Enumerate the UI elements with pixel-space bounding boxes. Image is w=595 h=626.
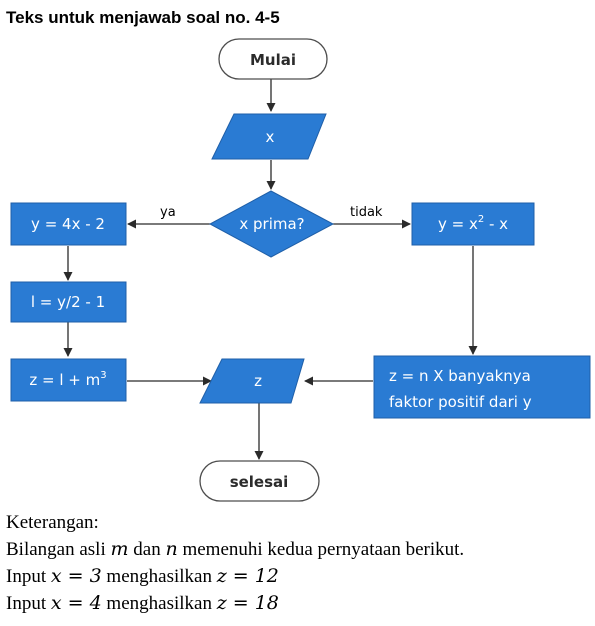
step-left-2-label: l = y/2 - 1 [31,293,105,311]
step-left-1 [10,202,127,246]
step-right-2-line1: z = n X banyaknya [389,367,531,385]
start-terminal [218,38,328,80]
notes-line-1: Bilangan asli m dan n memenuhi kedua per… [6,538,465,560]
end-label: selesai [230,473,289,491]
notes: Keterangan: Bilangan asli m dan n memenu… [6,510,464,617]
notes-line-3: Input x = 4 menghasilkan z = 18 [6,592,279,614]
step-left-3-label: z = l + m3 [29,370,106,389]
output-label: z [254,372,262,390]
step-right-2-line2: faktor positif dari y [389,393,532,411]
step-right-1 [411,202,535,246]
decision-diamond [208,190,335,258]
input-label: x [266,128,275,146]
heading: Teks untuk menjawab soal no. 4-5 [6,8,280,27]
end-terminal [199,460,320,502]
yes-label: ya [160,205,176,220]
step-left-3 [10,358,127,402]
step-left-2 [10,281,127,323]
flowchart: ya tidak Mulai x x prima? y = 4x - 2 l =… [10,38,591,502]
step-left-1-label: y = 4x - 2 [31,215,105,233]
decision-label: x prima? [239,215,304,233]
notes-line-2: Input x = 3 menghasilkan z = 12 [6,565,279,587]
no-label: tidak [350,205,383,220]
output-parallelogram [199,358,305,404]
step-right-2 [373,355,591,419]
input-parallelogram [211,113,327,160]
step-right-1-label: y = x2 - x [438,214,508,233]
notes-title: Keterangan: [6,512,99,533]
start-label: Mulai [250,51,296,69]
